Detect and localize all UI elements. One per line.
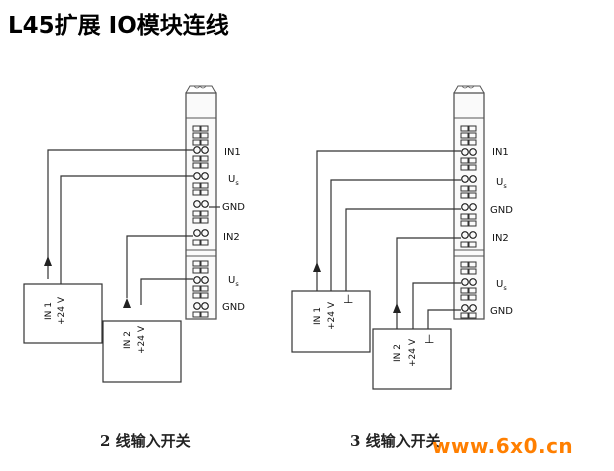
left-in2-arrow bbox=[123, 298, 131, 308]
right-label-gnd-1: GND bbox=[490, 205, 513, 216]
left-terminal-block bbox=[185, 85, 217, 320]
left-label-us-2: Us bbox=[228, 275, 239, 288]
left-box1-v-label: +24 V bbox=[57, 296, 67, 325]
left-switch-box-1 bbox=[23, 283, 103, 344]
right-in1-arrow bbox=[313, 262, 321, 272]
caption-2-wire: 2 线输入开关 bbox=[100, 432, 191, 450]
right-label-in1: IN1 bbox=[492, 147, 509, 158]
right-terminal-block bbox=[453, 85, 485, 320]
left-label-gnd-1: GND bbox=[222, 202, 245, 213]
right-label-gnd-2: GND bbox=[490, 306, 513, 317]
right-wires bbox=[316, 150, 461, 331]
right-box1-in-label: IN 1 bbox=[313, 307, 323, 325]
right-switch-box-1 bbox=[291, 290, 371, 353]
right-switch-box-2 bbox=[372, 328, 452, 390]
right-box2-ground-symbol: ⊥ bbox=[424, 332, 434, 346]
right-box2-in-label: IN 2 bbox=[393, 344, 403, 362]
watermark: www.6x0.cn bbox=[432, 434, 574, 458]
right-label-in2: IN2 bbox=[492, 233, 509, 244]
page-title: L45扩展 IO模块连线 bbox=[8, 13, 229, 39]
right-in2-arrow bbox=[393, 303, 401, 313]
right-box2-v-label: +24 V bbox=[408, 338, 418, 367]
right-label-us-1: Us bbox=[496, 177, 507, 190]
left-switch-box-2 bbox=[102, 320, 182, 383]
left-wires bbox=[47, 149, 220, 305]
left-label-us-1: Us bbox=[228, 174, 239, 187]
left-in1-arrow bbox=[44, 256, 52, 266]
left-label-in1: IN1 bbox=[224, 147, 241, 158]
left-box2-v-label: +24 V bbox=[137, 325, 147, 354]
left-box2-in-label: IN 2 bbox=[123, 331, 133, 349]
left-diagram: IN 1 +24 V IN 2 +24 V IN1 Us GND IN2 Us … bbox=[23, 85, 245, 383]
right-box1-v-label: +24 V bbox=[327, 301, 337, 330]
left-label-in2: IN2 bbox=[223, 232, 240, 243]
left-label-gnd-2: GND bbox=[222, 302, 245, 313]
left-box1-in-label: IN 1 bbox=[44, 302, 54, 320]
right-box1-ground-symbol: ⊥ bbox=[343, 292, 353, 306]
right-diagram: IN 1 +24 V ⊥ IN 2 +24 V ⊥ IN1 Us GND IN2… bbox=[291, 85, 513, 390]
caption-3-wire: 3 线输入开关 bbox=[350, 432, 441, 450]
right-label-us-2: Us bbox=[496, 279, 507, 292]
